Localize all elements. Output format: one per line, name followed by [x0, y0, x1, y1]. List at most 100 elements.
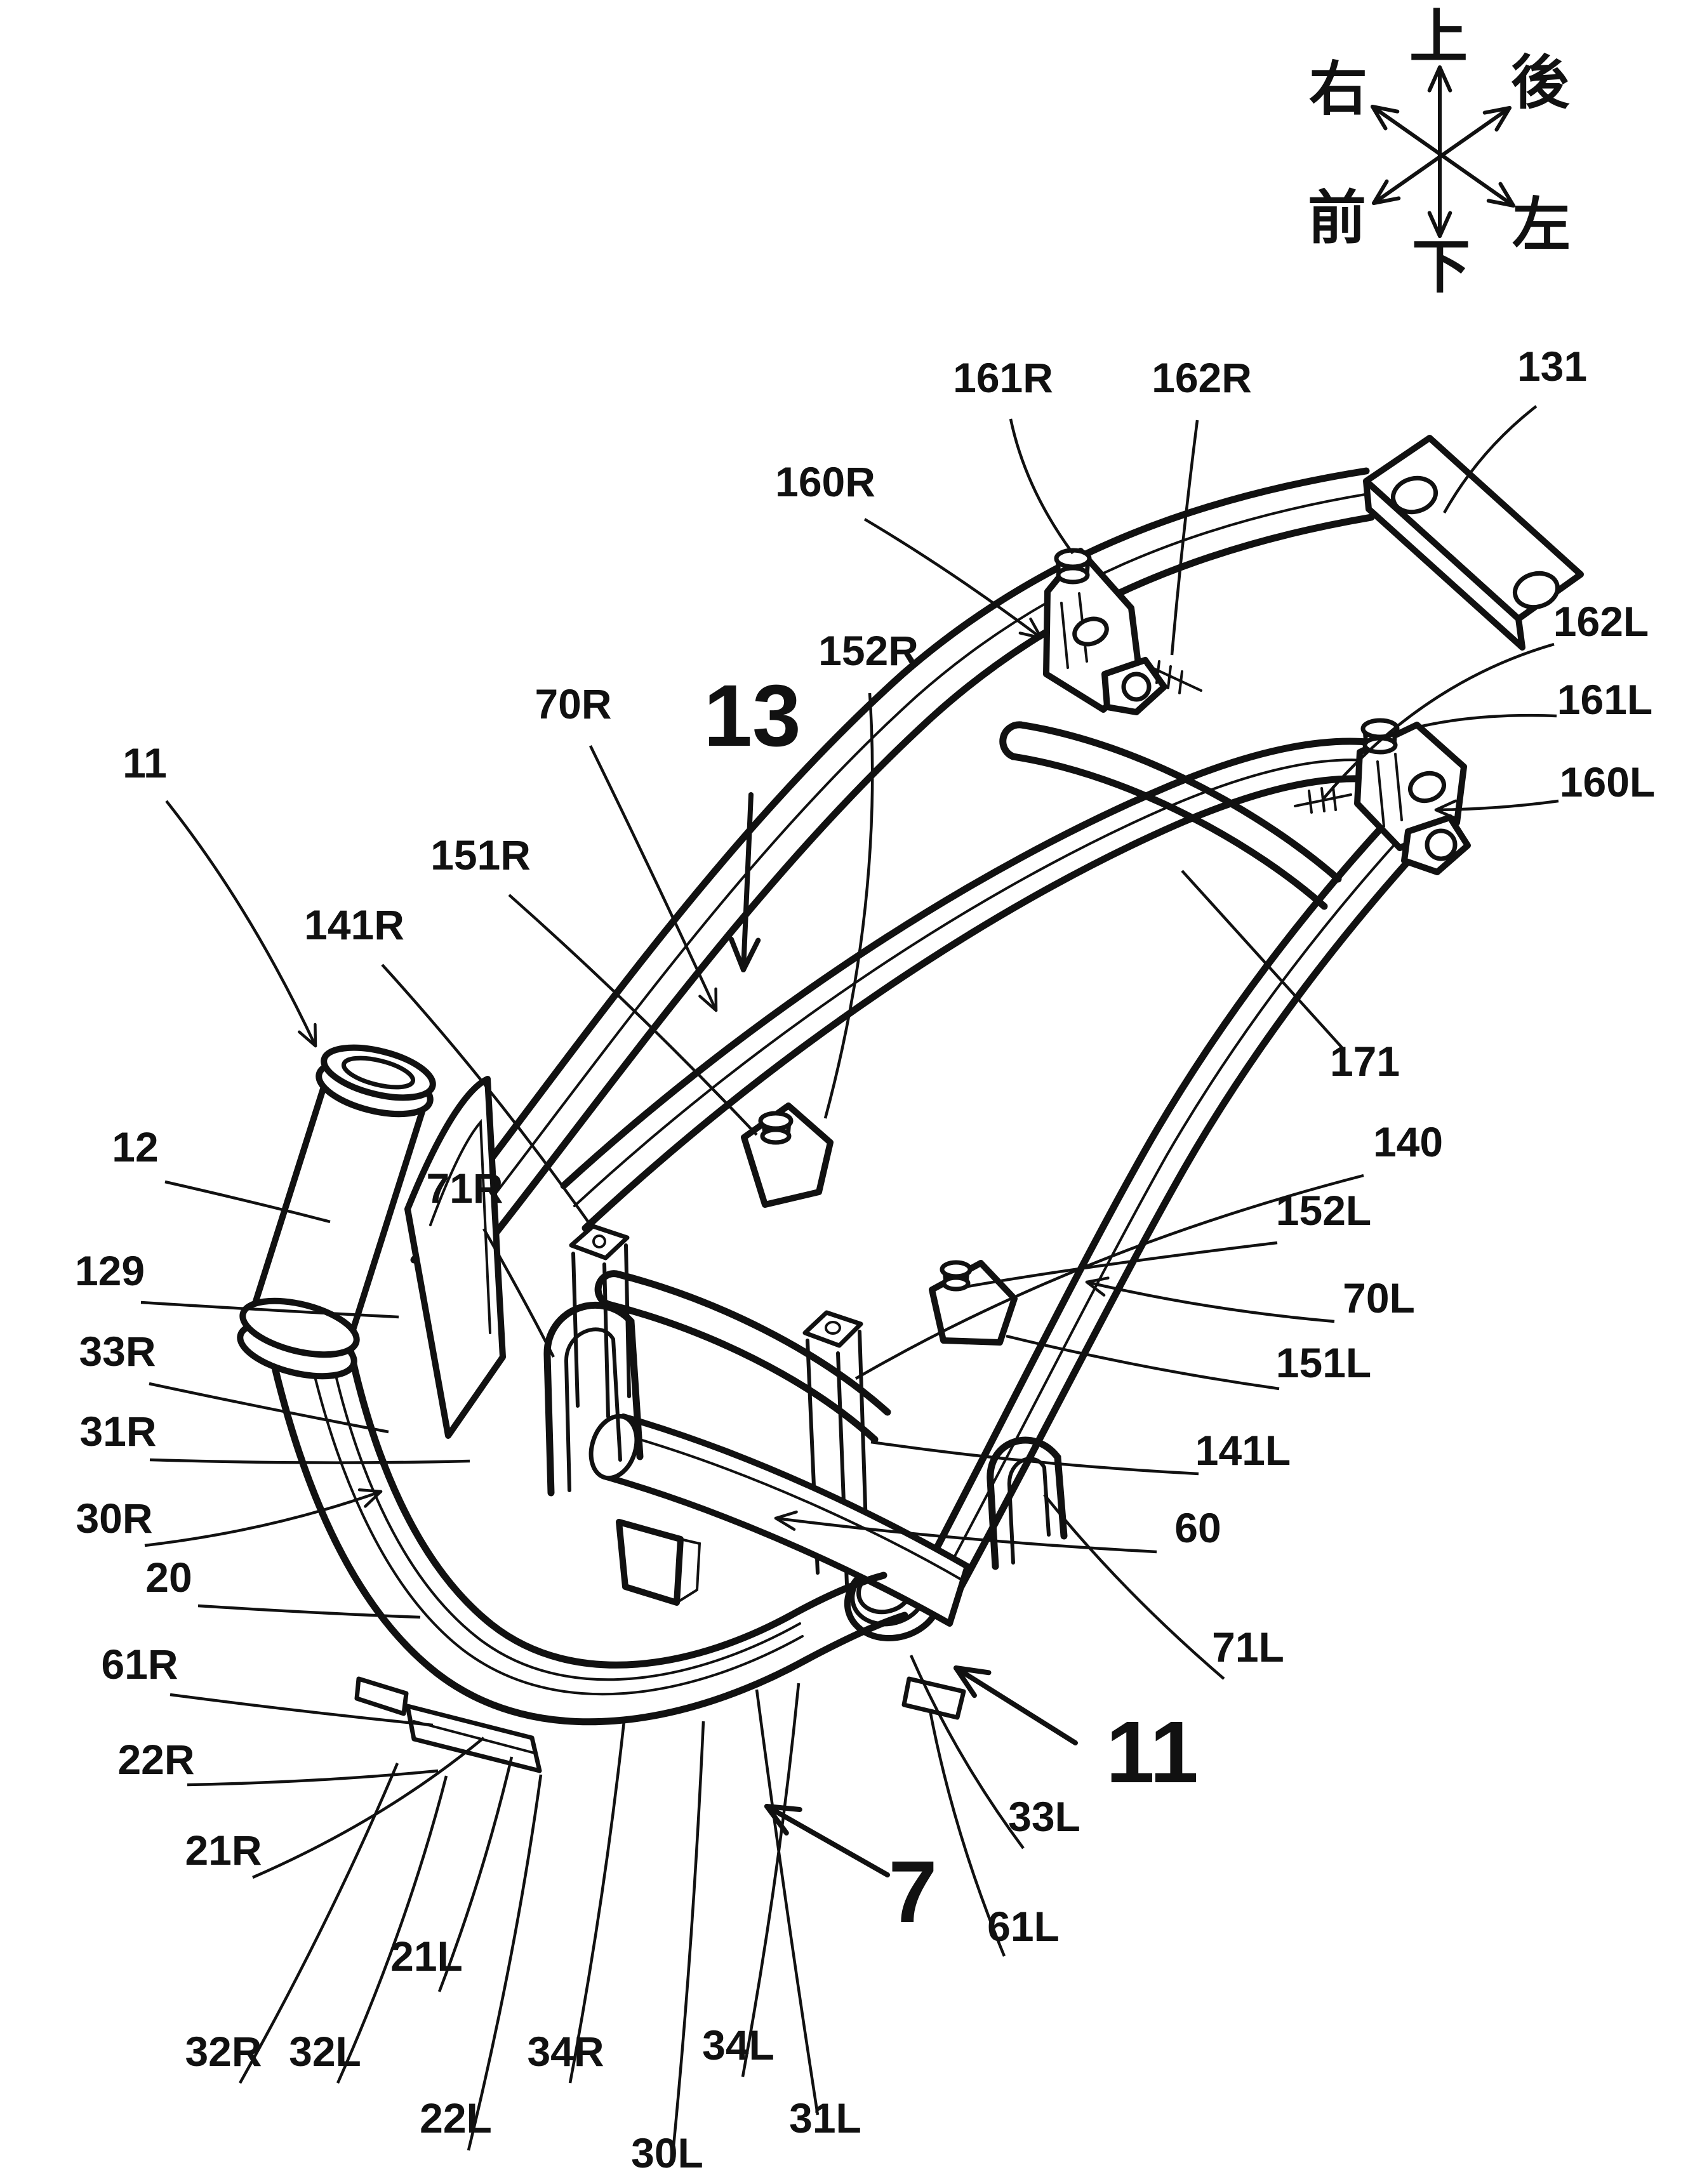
label-21L: 21L: [390, 1933, 463, 1980]
label-70L: 70L: [1343, 1274, 1415, 1321]
compass-axis-2-head: [1486, 199, 1515, 208]
label-161L: 161L: [1557, 676, 1652, 723]
post-141R-hole: [592, 1234, 606, 1248]
block-under-60: [616, 1519, 684, 1606]
label-61L: 61L: [987, 1903, 1060, 1950]
bracket-160R-hole: [1072, 616, 1109, 647]
leader-arrowhead-160L: [1434, 799, 1458, 812]
arrow-13: [741, 792, 754, 972]
plate-131-hole-right: [1512, 571, 1560, 610]
leader-141L: [870, 1440, 1199, 1476]
compass-axis-1-head: [1372, 179, 1389, 205]
label-71R: 71R: [426, 1165, 503, 1212]
arrow-11: [954, 1665, 1078, 1745]
label-13: 13: [703, 667, 801, 765]
leader-71R: [482, 1228, 555, 1358]
label-160L: 160L: [1560, 758, 1655, 805]
plate-131-edge: [1363, 478, 1525, 651]
brace-171: [999, 721, 1342, 910]
label-61R: 61R: [101, 1641, 178, 1688]
arrow-7-head: [764, 1804, 789, 1836]
label-34L: 34L: [702, 2022, 774, 2068]
leader-152R: [823, 692, 874, 1119]
bracket-160R-lug-bolt: [1121, 672, 1152, 702]
leader-22L: [467, 1774, 543, 2151]
label-30L: 30L: [631, 2129, 703, 2176]
leader-171: [1181, 870, 1346, 1052]
compass-axis-0-head: [1438, 211, 1452, 238]
leader-arrowhead-70L: [1085, 1280, 1106, 1297]
stud-162R-threads: [1155, 660, 1183, 694]
label-33R: 33R: [79, 1328, 156, 1375]
leader-arrowhead-11-upper: [298, 1030, 317, 1048]
leader-31R: [149, 1458, 470, 1464]
label-152R: 152R: [818, 627, 919, 674]
bracket-160L: [1294, 718, 1471, 875]
leader-141R: [381, 963, 592, 1226]
compass-axis-2: [1371, 105, 1515, 208]
seat-rail-left-front: [560, 738, 1432, 1232]
label-129: 129: [75, 1247, 145, 1294]
leader-11-upper: [165, 800, 317, 1047]
compass-char-1: 下: [1412, 232, 1470, 301]
label-161R: 161R: [953, 354, 1053, 401]
compass-axis-2-head: [1371, 105, 1400, 114]
leader-arrowhead-70L: [1085, 1276, 1110, 1284]
leader-129: [140, 1300, 399, 1319]
gusset-129: [404, 1076, 506, 1439]
compass-axis-1-head: [1372, 196, 1401, 205]
label-151R: 151R: [430, 831, 531, 878]
leader-160R: [863, 518, 1042, 639]
label-11-upper: 11: [123, 739, 167, 786]
label-34R: 34R: [527, 2028, 604, 2075]
leader-162R: [1170, 420, 1199, 656]
leader-12: [164, 1180, 331, 1224]
leader-32R: [239, 1763, 399, 2084]
bracket-150R: [741, 1102, 834, 1208]
compass-axis-0-head: [1427, 65, 1442, 93]
leader-161R: [1009, 418, 1074, 555]
view-arrows: [728, 792, 1078, 1877]
leader-arrowhead-70R: [698, 995, 718, 1012]
frame-artwork: [237, 435, 1584, 1773]
label-32R: 32R: [185, 2028, 262, 2075]
arrow-13-head: [741, 937, 761, 972]
leader-32L: [336, 1775, 448, 2084]
leader-arrowhead-60: [774, 1516, 796, 1531]
label-31L: 31L: [789, 2095, 861, 2141]
leader-34R: [568, 1721, 626, 2084]
label-60: 60: [1174, 1504, 1221, 1551]
leader-151L: [1006, 1334, 1280, 1391]
leader-160L: [1435, 799, 1559, 812]
leader-21L: [437, 1756, 514, 1992]
label-33L: 33L: [1008, 1793, 1080, 1840]
leader-131: [1443, 405, 1538, 514]
compass-axis-0-head: [1438, 65, 1452, 93]
label-31R: 31R: [79, 1408, 156, 1455]
label-141R: 141R: [304, 901, 404, 948]
floor-rails: [262, 1321, 908, 1726]
label-21R: 21R: [185, 1827, 262, 1874]
leader-151R: [508, 894, 758, 1136]
leader-71L: [1043, 1493, 1225, 1680]
compass-char-5: 左: [1512, 190, 1571, 259]
leader-161L: [1388, 713, 1557, 737]
compass-axis-0-head: [1427, 211, 1442, 238]
post-141L-hole: [825, 1321, 841, 1335]
arrow-11-head: [954, 1665, 992, 1676]
bracket-160R: [1043, 548, 1202, 715]
cross-member-60-end: [588, 1413, 639, 1481]
label-152L: 152L: [1276, 1187, 1371, 1234]
compass-char-4: 前: [1308, 183, 1366, 252]
cross-tube-140: [594, 1270, 891, 1443]
leader-21R: [252, 1737, 485, 1879]
bracket-160L-hole: [1408, 771, 1446, 804]
label-141L: 141L: [1195, 1427, 1291, 1474]
compass-axis-1-head: [1494, 106, 1512, 132]
label-11-big: 11: [1106, 1704, 1199, 1801]
stud-162L-threads: [1308, 786, 1337, 814]
compass-char-0: 上: [1409, 3, 1468, 71]
label-151L: 151L: [1276, 1339, 1371, 1386]
